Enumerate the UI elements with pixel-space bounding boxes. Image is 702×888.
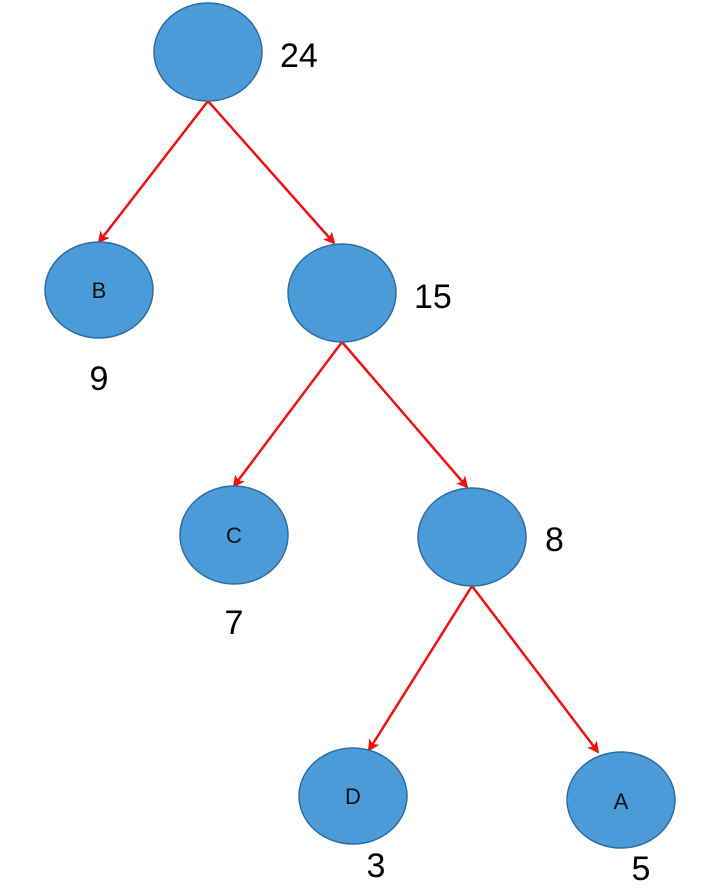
node-weight-a: 5 [632, 850, 651, 888]
node-letter: B [92, 278, 107, 303]
node-letter: D [345, 784, 361, 809]
edge-8-to-a [471, 585, 600, 754]
tree-node-b: B [44, 241, 154, 339]
node-ellipse [153, 2, 263, 102]
tree-node-8 [417, 487, 527, 587]
tree-node-15 [287, 243, 397, 343]
node-ellipse [179, 485, 289, 585]
tree-node-a: A [566, 751, 676, 849]
node-ellipse [44, 241, 154, 339]
node-weight-b: 9 [90, 360, 109, 398]
edge-15-to-8 [341, 341, 469, 489]
node-weight-c: 7 [225, 604, 244, 642]
tree-node-d: D [298, 747, 408, 845]
node-ellipse [287, 243, 397, 343]
node-weight-root: 24 [280, 37, 318, 75]
node-letter: C [226, 523, 242, 548]
node-ellipse [417, 487, 527, 587]
node-ellipse [566, 751, 676, 849]
node-weight-8: 8 [545, 521, 564, 559]
edge-8-to-d [367, 585, 474, 752]
edge-root-to-15 [207, 100, 336, 245]
tree-node-c: C [179, 485, 289, 585]
edge-15-to-c [232, 341, 343, 488]
node-weight-15: 15 [414, 278, 452, 316]
tree-node-root [153, 2, 263, 102]
edge-root-to-b [97, 100, 209, 244]
node-letter: A [614, 789, 629, 814]
node-ellipse [298, 747, 408, 845]
node-weight-d: 3 [367, 847, 386, 885]
